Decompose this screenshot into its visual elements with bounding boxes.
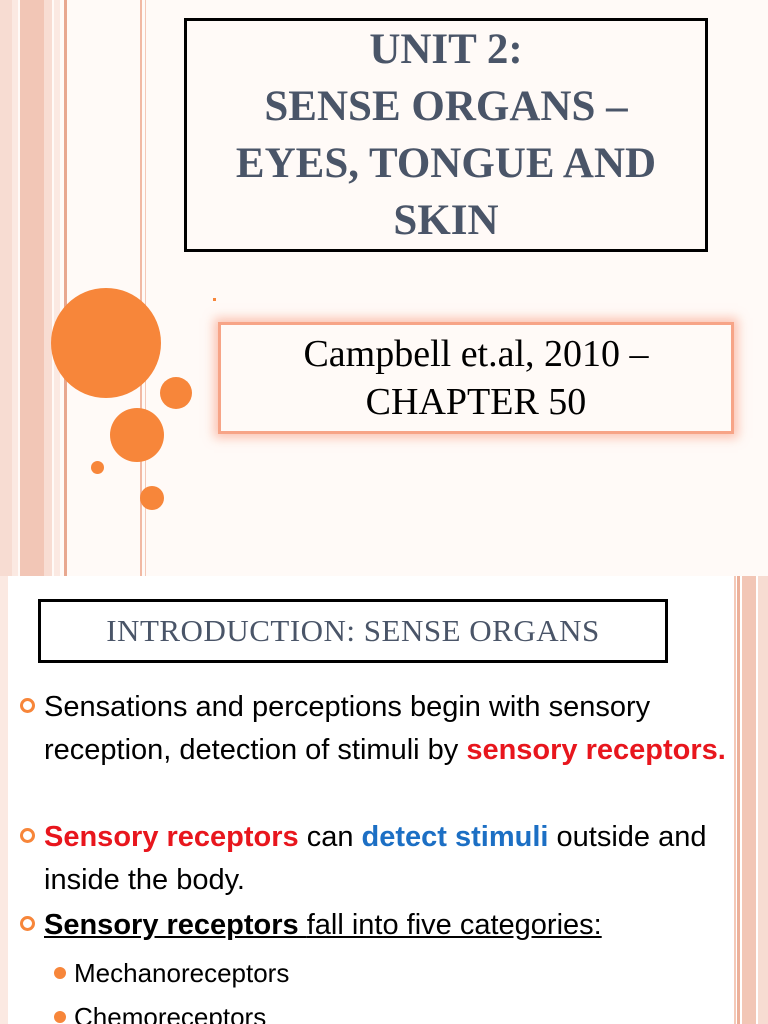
decor-stripe [54,0,60,576]
reference-line: Campbell et.al, 2010 – [303,333,649,375]
decor-stripe [734,576,736,1024]
sub-bullet-item: Mechanoreceptors [54,956,289,990]
highlight-text-blue: detect stimuli [361,821,549,853]
decor-stripe [758,576,768,1024]
slide-heading-box: INTRODUCTION: SENSE ORGANS [38,599,668,663]
ring-bullet-icon [20,828,35,843]
reference-line: CHAPTER 50 [365,381,587,423]
decor-stripe [44,0,52,576]
decor-dot [213,298,216,301]
highlight-text: Sensory receptors [44,821,299,853]
dot-bullet-icon [54,967,66,979]
decor-stripe [0,576,8,1024]
introduction-slide: INTRODUCTION: SENSE ORGANS Sensations an… [0,576,768,1024]
decor-circle-small [140,486,164,510]
decor-stripe [12,0,18,576]
decor-stripe [737,576,740,1024]
title-line: UNIT 2: [369,26,523,73]
decor-circle-small [160,377,192,409]
bullet-text: outside and inside the body. [44,821,707,896]
bullet-text: Sensations and perceptions begin with se… [44,691,651,766]
decor-stripe [20,0,44,576]
decor-stripe [64,0,67,576]
title-slide: UNIT 2: SENSE ORGANS – EYES, TONGUE AND … [0,0,734,576]
bullet-item: Sensory receptors fall into five categor… [20,904,732,947]
bullet-text: can [298,821,362,853]
title-line: SENSE ORGANS – [264,83,628,130]
dot-bullet-icon [54,1011,66,1023]
sub-bullet-text: Chemoreceptors [74,1002,267,1024]
title-line: SKIN [393,197,499,244]
bullet-item: Sensory receptors can detect stimuli out… [20,816,732,902]
slide-heading: INTRODUCTION: SENSE ORGANS [106,613,600,648]
sub-bullet-item: Chemoreceptors [54,1000,266,1024]
ring-bullet-icon [20,698,35,713]
slide-title-box: UNIT 2: SENSE ORGANS – EYES, TONGUE AND … [184,18,708,252]
highlight-text: sensory receptors. [466,734,726,766]
bullet-item: Sensations and perceptions begin with se… [20,686,732,772]
title-line: EYES, TONGUE AND [235,140,657,187]
reference-box: Campbell et.al, 2010 – CHAPTER 50 [218,322,734,434]
decor-circle-medium [110,408,164,462]
sub-bullet-text: Mechanoreceptors [74,958,290,988]
underlined-text: fall into five categories: [306,909,602,941]
decor-circle-large [51,288,161,398]
underlined-bold-text: Sensory receptors [44,909,307,941]
ring-bullet-icon [20,916,35,931]
decor-stripe [145,0,146,576]
decor-stripe [140,0,142,576]
decor-stripe [742,576,756,1024]
decor-stripe [0,0,12,576]
decor-circle-tiny [91,461,104,474]
